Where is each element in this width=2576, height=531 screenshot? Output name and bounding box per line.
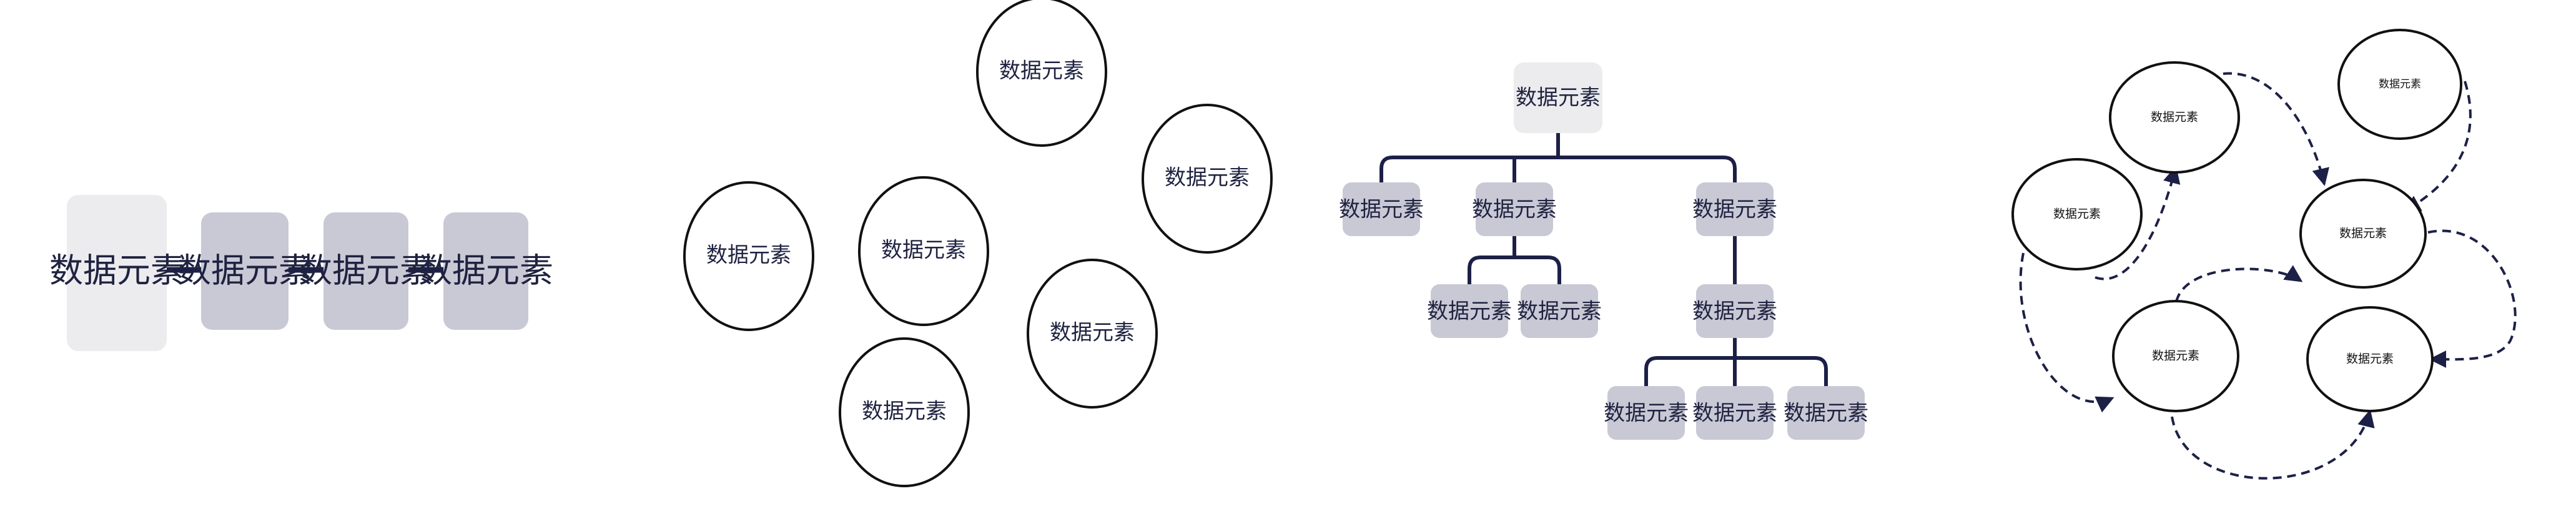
tree-node: 数据元素 [1692,182,1777,236]
tree-node: 数据元素 [1692,386,1777,440]
chain-node-label: 数据元素 [418,251,553,290]
set-node-circle [1142,104,1273,254]
set-node: 数据元素 [683,181,814,331]
tree-node-box [1431,284,1508,338]
chain-node: 数据元素 [418,212,553,330]
graph-node-label: 数据元素 [2152,349,2199,363]
graph-node: 数据元素 [2112,300,2239,412]
tree-node-label: 数据元素 [1472,197,1557,222]
tree-node-box [1696,182,1774,236]
tree-node: 数据元素 [1784,386,1868,440]
tree-node-label: 数据元素 [1784,401,1868,426]
set-node-label: 数据元素 [881,238,966,263]
tree-node: 数据元素 [1339,182,1424,236]
tree-node-label: 数据元素 [1517,299,1602,324]
graph-node-circle [2011,158,2143,270]
chain-node: 数据元素 [49,195,184,351]
tree-node-box [1607,386,1685,440]
tree-node-box [1521,284,1598,338]
chain-node-label: 数据元素 [299,251,433,290]
tree-node-box [1696,386,1774,440]
tree-node-box [1696,284,1774,338]
set-node-label: 数据元素 [706,243,791,268]
set-node-label: 数据元素 [862,399,947,424]
tree-node-label: 数据元素 [1427,299,1512,324]
set-node-label: 数据元素 [1050,320,1135,345]
graph-edge [2402,81,2472,212]
graph-edges [2019,72,2517,480]
tree-node-label: 数据元素 [1604,401,1689,426]
chain-node-box [443,212,528,330]
tree-root-node: 数据元素 [1514,62,1602,133]
graph-edge [2171,409,2375,480]
chain-node-box [323,212,408,330]
set-node-label: 数据元素 [1165,166,1250,191]
tree-node-label: 数据元素 [1692,197,1777,222]
graph-edge [2019,252,2115,413]
tree-edge [1468,256,1561,284]
graph-edge [2175,265,2303,302]
tree-node-label: 数据元素 [1692,401,1777,426]
tree-node-label: 数据元素 [1692,299,1777,324]
tree-node-box [1476,182,1553,236]
tree-structure-diagram: 数据元素 数据元素 数据元素 数据元素 数据元素 数据元素 数据元素 数据元素 [1339,62,1868,440]
graph-structure-diagram: 数据元素 数据元素 数据元素 数据元素 数据元素 数据元素 [2011,29,2517,480]
graph-edge [2427,229,2517,369]
graph-node: 数据元素 [2337,29,2462,140]
set-node: 数据元素 [1142,104,1273,254]
graph-node-label: 数据元素 [2339,227,2387,241]
tree-node: 数据元素 [1604,386,1689,440]
chain-node-box [67,195,167,351]
graph-node-label: 数据元素 [2346,352,2394,366]
set-node-circle [839,337,970,487]
set-node: 数据元素 [858,176,989,326]
chain-node-box [201,212,289,330]
tree-edges [1379,133,1828,386]
graph-node: 数据元素 [2306,306,2434,412]
tree-node: 数据元素 [1692,284,1777,338]
set-node: 数据元素 [839,337,970,487]
tree-node-label: 数据元素 [1339,197,1424,222]
graph-node-label: 数据元素 [2053,207,2101,221]
chain-node: 数据元素 [177,212,312,330]
tree-node: 数据元素 [1472,182,1557,236]
graph-node: 数据元素 [2299,179,2427,289]
tree-node-label: 数据元素 [1516,86,1601,111]
graph-node-circle [2337,29,2462,140]
tree-node-box [1514,62,1602,133]
set-node-circle [683,181,814,331]
graph-node-label: 数据元素 [2379,78,2421,91]
set-node: 数据元素 [976,0,1107,147]
tree-node: 数据元素 [1517,284,1602,338]
chain-node-label: 数据元素 [49,251,184,290]
set-node: 数据元素 [1027,259,1158,409]
tree-node-box [1343,182,1420,236]
chain-node: 数据元素 [299,212,433,330]
linear-structure-diagram: 数据元素 数据元素 数据元素 数据元素 [49,195,553,351]
graph-edge [2095,166,2181,280]
graph-node-circle [2306,306,2434,412]
graph-node: 数据元素 [2109,61,2240,174]
tree-edge [1379,156,1737,182]
tree-node-box [1787,386,1865,440]
graph-node-circle [2109,61,2240,174]
chain-node-label: 数据元素 [177,251,312,290]
set-node-circle [976,0,1107,147]
set-structure-diagram: 数据元素 数据元素 数据元素 数据元素 数据元素 数据元素 [683,0,1273,487]
graph-node-label: 数据元素 [2151,111,2198,124]
graph-node-circle [2112,300,2239,412]
set-node-circle [858,176,989,326]
graph-node: 数据元素 [2011,158,2143,270]
set-node-circle [1027,259,1158,409]
set-node-label: 数据元素 [999,59,1084,84]
graph-edge [2223,72,2329,186]
graph-node-circle [2299,179,2427,289]
tree-node: 数据元素 [1427,284,1512,338]
